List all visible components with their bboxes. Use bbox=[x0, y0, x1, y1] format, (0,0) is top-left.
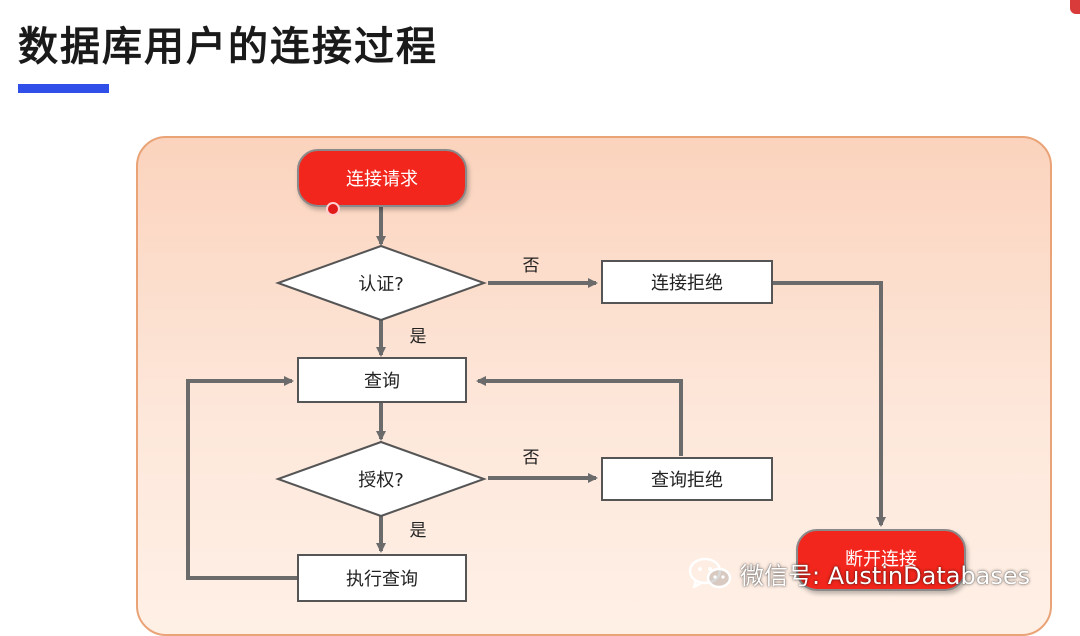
edge-connreject-to-end bbox=[772, 281, 886, 527]
node-end-label: 断开连接 bbox=[845, 549, 917, 570]
title-underline bbox=[18, 84, 109, 93]
pointer-dot bbox=[326, 202, 340, 216]
node-end: 断开连接 bbox=[796, 529, 966, 591]
node-query-reject: 查询拒绝 bbox=[601, 457, 773, 501]
corner-mark bbox=[1070, 0, 1080, 14]
node-conn-reject-label: 连接拒绝 bbox=[651, 273, 723, 294]
edge-label-auth-yes: 是 bbox=[410, 327, 427, 347]
node-auth-label: 认证? bbox=[358, 274, 404, 295]
node-start: 连接请求 bbox=[297, 149, 467, 216]
node-execute: 执行查询 bbox=[297, 554, 467, 602]
edge-label-auth-no: 否 bbox=[523, 256, 540, 276]
page-title: 数据库用户的连接过程 bbox=[18, 24, 438, 70]
edge-label-authorize-no: 否 bbox=[523, 448, 540, 468]
node-authorize: 授权? bbox=[275, 440, 487, 518]
edge-label-authorize-yes: 是 bbox=[410, 521, 427, 541]
node-conn-reject: 连接拒绝 bbox=[601, 260, 773, 304]
watermark: 微信号: AustinDatabases bbox=[688, 556, 1030, 591]
node-start-label: 连接请求 bbox=[346, 169, 418, 190]
node-query: 查询 bbox=[297, 357, 467, 403]
edge-queryreject-to-query bbox=[476, 376, 683, 456]
node-query-label: 查询 bbox=[364, 371, 400, 392]
node-authorize-label: 授权? bbox=[358, 470, 404, 491]
watermark-text: 微信号: AustinDatabases bbox=[740, 562, 1031, 590]
node-auth: 认证? bbox=[275, 244, 487, 322]
node-execute-label: 执行查询 bbox=[346, 569, 418, 590]
edge-execute-loop bbox=[186, 376, 298, 580]
connectors bbox=[186, 206, 886, 580]
wechat-icon bbox=[688, 557, 732, 588]
node-query-reject-label: 查询拒绝 bbox=[651, 470, 723, 491]
